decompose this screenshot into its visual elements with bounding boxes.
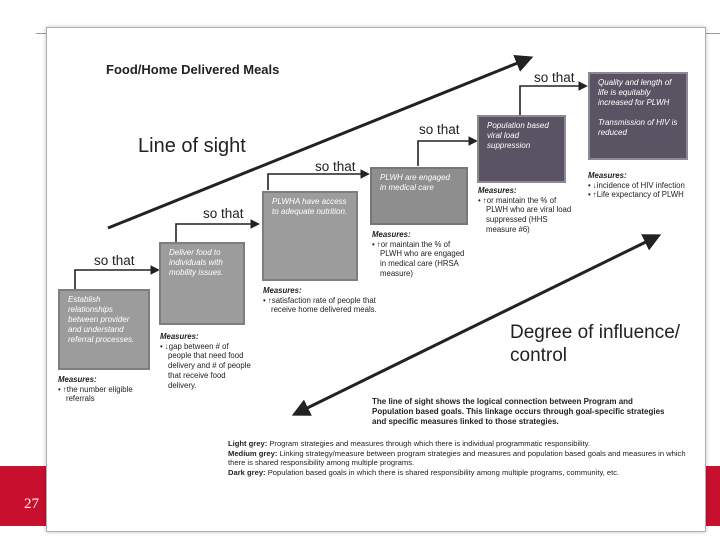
degree-label-line-1: Degree of influence/ — [510, 322, 681, 343]
legend-text: Linking strategy/measure between program… — [228, 448, 686, 468]
measures-title: Measures: — [58, 375, 97, 384]
measure-item: • ↓gap between # of people that need foo… — [160, 341, 251, 390]
measure-item: • ↓incidence of HIV infection — [588, 180, 685, 190]
strategy-box-relationships: Establish relationships between provider… — [58, 289, 150, 370]
so-that-label-3: so that — [315, 159, 356, 174]
degree-label-line-2: control — [510, 345, 568, 367]
measures-title: Measures: — [372, 230, 411, 239]
legend-term: Dark grey: — [228, 468, 266, 478]
so-that-label-1: so that — [94, 253, 135, 268]
influence-arrow — [291, 234, 662, 416]
measures-title: Measures: — [478, 186, 517, 195]
measure-item: • ↑Life expectancy of PLWH — [588, 190, 684, 200]
strategy-box-deliver-food: Deliver food to individuals with mobilit… — [159, 242, 245, 325]
box-text: PLWH are engaged in medical care — [380, 173, 450, 192]
so-that-label-2: so that — [203, 206, 244, 221]
legend-light-grey: Light grey: Program strategies and measu… — [228, 439, 688, 449]
connection-note: The line of sight shows the logical conn… — [372, 397, 665, 426]
box-text-secondary: Transmission of HIV is reduced — [598, 118, 678, 137]
degree-of-influence-label: Degree of influence/ control — [510, 321, 680, 367]
line-of-sight-arrow — [107, 55, 534, 230]
box-text: Establish relationships between provider… — [68, 295, 135, 344]
goal-box-viral-suppression: Population based viral load suppression — [477, 115, 566, 183]
so-that-label-4: so that — [419, 122, 460, 137]
line-of-sight-label: Line of sight — [138, 135, 246, 157]
diagram-title: Food/Home Delivered Meals — [106, 62, 280, 77]
box-text: Deliver food to individuals with mobilit… — [169, 248, 224, 277]
step-arrow-2 — [175, 219, 260, 242]
step-arrow-3 — [267, 169, 370, 190]
goal-box-quality-of-life: Quality and length of life is equitably … — [588, 72, 688, 160]
measures-block-1: Measures: • ↑the number eligible referra… — [58, 375, 150, 404]
step-arrow-1 — [74, 265, 160, 292]
legend-term: Medium grey: — [228, 448, 278, 458]
measures-block-4: Measures: • ↑or maintain the % of PLWH w… — [372, 230, 472, 279]
measure-item: • ↑or maintain the % of PLWH who are eng… — [372, 239, 465, 278]
box-text: Quality and length of life is equitably … — [598, 78, 672, 107]
strategy-box-nutrition: PLWHA have access to adequate nutrition. — [262, 191, 358, 281]
measure-item: • ↑or maintain the % of PLWH who are vir… — [478, 195, 572, 234]
measures-title: Measures: — [263, 286, 302, 295]
measures-block-5: Measures: • ↑or maintain the % of PLWH w… — [478, 186, 573, 235]
step-arrow-4 — [417, 136, 478, 166]
legend-dark-grey: Dark grey: Population based goals in whi… — [228, 468, 688, 478]
slide-number: 27 — [24, 496, 39, 512]
measure-item: • ↑satisfaction rate of people that rece… — [263, 295, 377, 315]
measures-block-2: Measures: • ↓gap between # of people tha… — [160, 332, 252, 390]
measures-block-6: Measures: • ↓incidence of HIV infection … — [588, 171, 688, 200]
measure-item: • ↑the number eligible referrals — [58, 384, 133, 404]
legend-text: Population based goals in which there is… — [265, 468, 620, 478]
legend-medium-grey: Medium grey: Linking strategy/measure be… — [228, 449, 688, 468]
box-text: Population based viral load suppression — [487, 121, 549, 150]
measures-block-3: Measures: • ↑satisfaction rate of people… — [263, 286, 388, 315]
so-that-label-5: so that — [534, 70, 575, 85]
box-text: PLWHA have access to adequate nutrition. — [272, 197, 348, 216]
legend-term: Light grey: — [228, 439, 268, 448]
measures-title: Measures: — [588, 171, 627, 180]
legend: Light grey: Program strategies and measu… — [228, 439, 688, 478]
legend-text: Program strategies and measures through … — [267, 439, 590, 448]
linking-box-engaged-care: PLWH are engaged in medical care — [370, 167, 468, 225]
step-arrow-5 — [519, 81, 588, 115]
measures-title: Measures: — [160, 332, 199, 341]
